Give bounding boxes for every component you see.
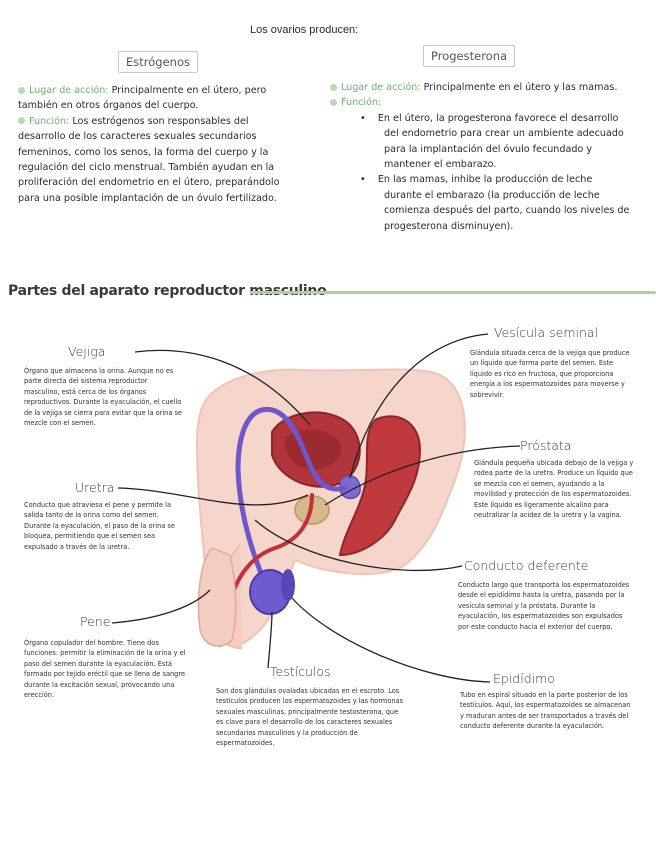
progesterone-funcion-label: Función: (341, 97, 381, 108)
desc-prostata: Glándula pequeña ubicada debajo de la ve… (474, 458, 634, 520)
label-testiculos: Testículos (270, 664, 331, 679)
progesterone-bullet-1-text: En el útero, la progesterona favorece el… (378, 113, 624, 170)
desc-epididimo: Tubo en espiral situado en la parte post… (460, 690, 632, 732)
progesterone-bullet-1: • En el útero, la progesterona favorece … (330, 111, 630, 173)
estrogens-lugar-label: Lugar de acción: (29, 85, 109, 96)
estrogens-funcion-label: Función: (29, 116, 69, 127)
progesterone-funcion: Función: (330, 95, 630, 110)
desc-vejiga: Órgano que almacena la orina. Aunque no … (24, 366, 182, 428)
desc-deferente: Conducto largo que transporta los esperm… (458, 580, 630, 632)
label-uretra: Uretra (75, 480, 114, 495)
desc-vesicula: Glándula situada cerca de la vejiga que … (470, 348, 630, 400)
desc-pene: Órgano copulador del hombre. Tiene dos f… (24, 638, 194, 700)
estrogens-lugar: Lugar de acción: Principalmente en el út… (18, 83, 293, 114)
ovaries-intro: Los ovarios producen: (250, 24, 358, 36)
estrogens-block: Lugar de acción: Principalmente en el út… (18, 83, 293, 206)
bullet-dot-icon (18, 117, 25, 124)
progesterone-bullet-2-text: En las mamas, inhibe la producción de le… (378, 174, 630, 231)
bullet-dot-icon (330, 84, 337, 91)
bullet-dot-icon (18, 87, 25, 94)
epididymis-shape (281, 569, 295, 601)
section-rule (250, 291, 656, 294)
label-pene: Pene (80, 614, 110, 629)
progesterone-block: Lugar de acción: Principalmente en el út… (330, 80, 630, 234)
desc-testiculos: Son dos glándulas ovaladas ubicadas en e… (216, 686, 406, 748)
estrogens-funcion: Función: Los estrógenos son responsables… (18, 114, 293, 206)
bullet-dot-icon (330, 99, 337, 106)
progesterone-lugar-text: Principalmente en el útero y las mamas. (421, 82, 618, 93)
progesterone-lugar: Lugar de acción: Principalmente en el út… (330, 80, 630, 95)
label-epididimo: Epidídimo (493, 671, 555, 686)
progesterone-lugar-label: Lugar de acción: (341, 82, 421, 93)
progesterone-title-box: Progesterona (423, 45, 515, 67)
progesterone-bullet-2: • En las mamas, inhibe la producción de … (330, 172, 630, 234)
penis-shape (199, 548, 236, 646)
label-vejiga: Vejiga (68, 344, 105, 359)
leader-pene (112, 590, 210, 623)
label-prostata: Próstata (520, 438, 571, 453)
label-deferente: Conducto deferente (464, 558, 588, 573)
desc-uretra: Conducto que atraviesa el pene y permite… (24, 500, 187, 552)
estrogens-funcion-text: Los estrógenos son responsables del desa… (18, 116, 279, 204)
label-vesicula: Vesícula seminal (494, 325, 598, 340)
estrogens-title-box: Estrógenos (118, 51, 198, 73)
